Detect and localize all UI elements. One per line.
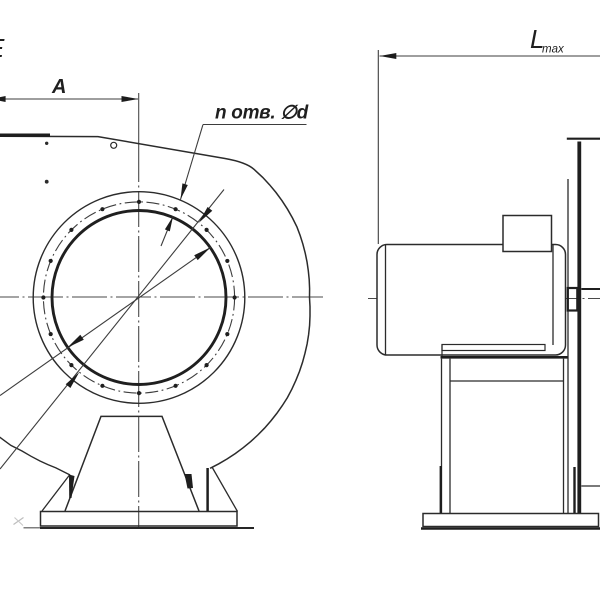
svg-text:n отв. ∅d: n отв. ∅d xyxy=(215,103,309,124)
svg-text:A: A xyxy=(51,76,66,98)
svg-text:max: max xyxy=(542,44,565,56)
svg-text:E: E xyxy=(0,33,5,63)
svg-text:L: L xyxy=(530,24,544,54)
